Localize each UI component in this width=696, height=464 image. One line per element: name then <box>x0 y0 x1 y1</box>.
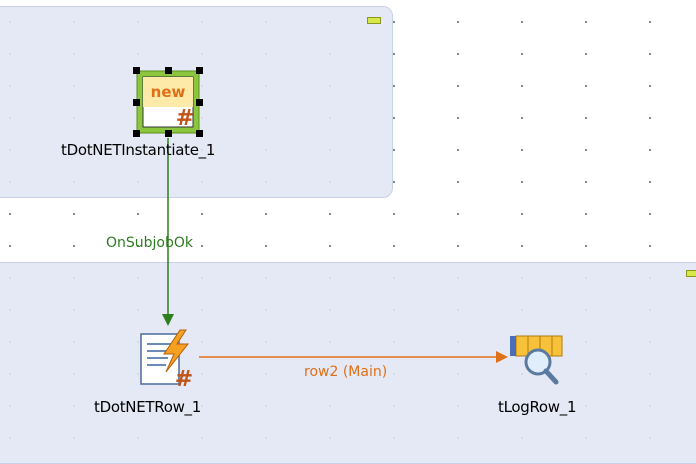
onsubjobok-connection[interactable] <box>162 138 174 326</box>
dotnet-row-icon: # <box>140 329 193 392</box>
component-label-tlogrow: tLogRow_1 <box>498 398 577 416</box>
svg-text:#: # <box>175 367 193 390</box>
arrow-down-icon <box>162 314 174 326</box>
component-label-tdotnetrow: tDotNETRow_1 <box>94 398 201 416</box>
connections-layer <box>162 138 508 363</box>
component-tdotnetinstantiate[interactable]: new # <box>133 67 203 137</box>
row2-main-label[interactable]: row2 (Main) <box>304 364 388 380</box>
component-label-tdotnetinstantiate: tDotNETInstantiate_1 <box>61 141 216 159</box>
dotnet-instantiate-icon: new # <box>133 67 203 137</box>
component-tlogrow[interactable] <box>508 332 568 388</box>
component-tdotnetrow[interactable]: # <box>138 328 198 392</box>
row2-connection[interactable] <box>199 351 508 363</box>
subjob-1-collapse-button[interactable] <box>367 17 381 24</box>
arrow-right-icon <box>496 351 508 363</box>
svg-text:new: new <box>151 83 186 101</box>
log-row-icon <box>510 335 563 385</box>
onsubjobok-label[interactable]: OnSubjobOk <box>106 235 194 251</box>
subjob-2-collapse-button[interactable] <box>686 270 696 277</box>
svg-text:#: # <box>176 106 194 131</box>
